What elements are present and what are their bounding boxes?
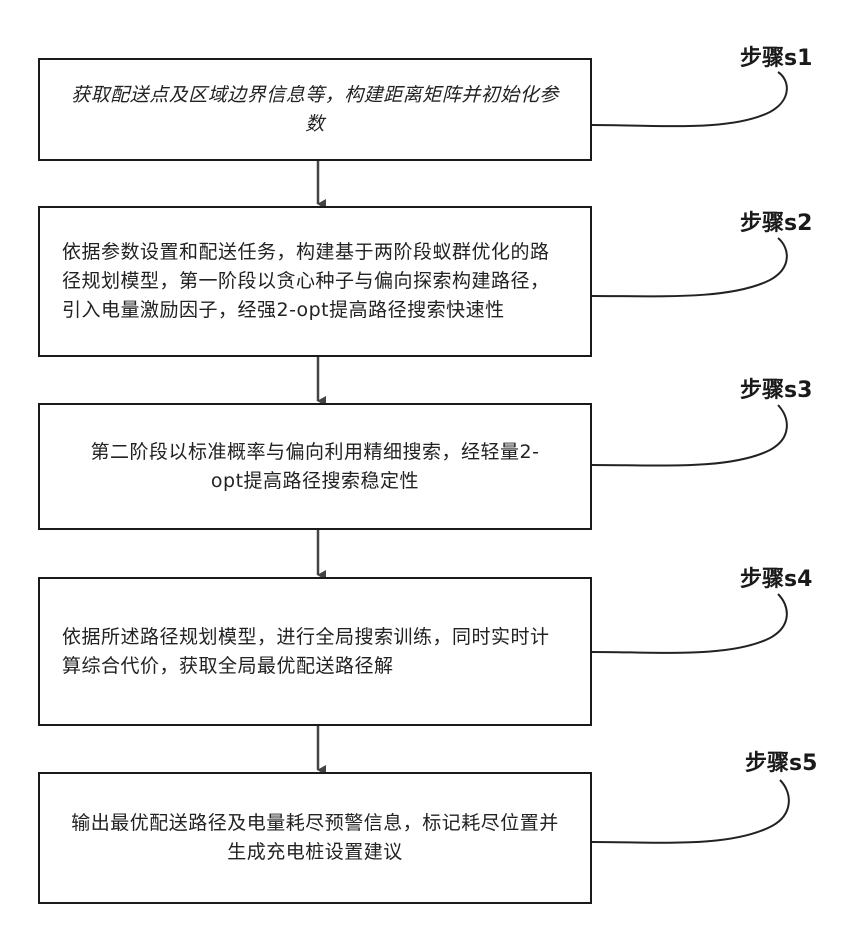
leader-line-s1	[592, 72, 787, 126]
step-box-s1: 获取配送点及区域边界信息等，构建距离矩阵并初始化参数	[38, 58, 592, 161]
leader-line-s4	[592, 594, 787, 653]
step-box-s5: 输出最优配送路径及电量耗尽预警信息，标记耗尽位置并生成充电桩设置建议	[38, 772, 592, 904]
step-text-s1: 获取配送点及区域边界信息等，构建距离矩阵并初始化参数	[43, 81, 587, 139]
step-label-s2: 步骤s2	[740, 205, 812, 237]
step-text-s3: 第二阶段以标准概率与偏向利用精细搜索，经轻量2-opt提高路径搜索稳定性	[53, 438, 577, 496]
leader-line-s3	[592, 405, 787, 466]
step-text-s4: 依据所述路径规划模型，进行全局搜索训练，同时实时计算综合代价，获取全局最优配送路…	[40, 623, 590, 681]
step-label-s1: 步骤s1	[740, 40, 812, 72]
step-label-s5: 步骤s5	[745, 745, 817, 777]
step-box-s2: 依据参数设置和配送任务，构建基于两阶段蚁群优化的路径规划模型，第一阶段以贪心种子…	[38, 206, 592, 357]
step-label-s3: 步骤s3	[740, 372, 812, 404]
step-text-s5: 输出最优配送路径及电量耗尽预警信息，标记耗尽位置并生成充电桩设置建议	[40, 809, 590, 867]
step-box-s4: 依据所述路径规划模型，进行全局搜索训练，同时实时计算综合代价，获取全局最优配送路…	[38, 577, 592, 726]
step-box-s3: 第二阶段以标准概率与偏向利用精细搜索，经轻量2-opt提高路径搜索稳定性	[38, 403, 592, 530]
step-label-s4: 步骤s4	[740, 561, 812, 593]
leader-line-s2	[592, 238, 787, 296]
leader-line-s5	[592, 780, 789, 843]
step-text-s2: 依据参数设置和配送任务，构建基于两阶段蚁群优化的路径规划模型，第一阶段以贪心种子…	[40, 238, 590, 325]
